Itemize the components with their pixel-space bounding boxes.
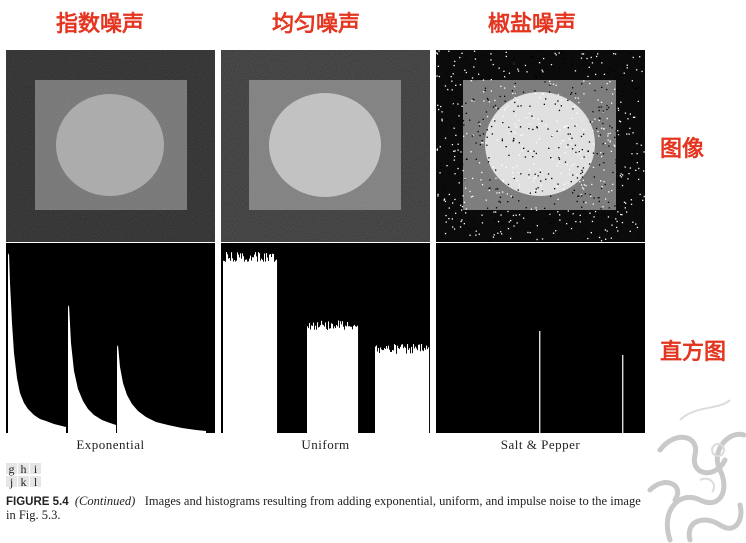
exponential-histogram bbox=[6, 243, 215, 433]
key-l: l bbox=[30, 476, 41, 488]
caption-exponential: Exponential bbox=[76, 437, 145, 452]
figure-continued: (Continued) bbox=[74, 494, 136, 508]
title-salt-pepper-noise: 椒盐噪声 bbox=[488, 12, 577, 37]
key-j: j bbox=[6, 476, 17, 488]
exponential-noise-image bbox=[6, 50, 215, 242]
figure-caption: FIGURE 5.4 (Continued) Images and histog… bbox=[6, 495, 646, 522]
figure-caption-text: Images and histograms resulting from add… bbox=[6, 494, 641, 522]
key-h: h bbox=[18, 463, 29, 475]
salt-pepper-histogram bbox=[436, 243, 645, 433]
uniform-histogram bbox=[221, 243, 430, 433]
title-uniform-noise: 均匀噪声 bbox=[272, 12, 361, 37]
title-exponential-noise: 指数噪声 bbox=[56, 12, 145, 37]
row-label-histogram: 直方图 bbox=[660, 340, 727, 365]
key-i: i bbox=[30, 463, 41, 475]
caption-uniform: Uniform bbox=[301, 437, 350, 452]
uniform-noise-image bbox=[221, 50, 430, 242]
caption-salt-pepper: Salt & Pepper bbox=[500, 437, 581, 452]
dragon-decoration bbox=[647, 399, 746, 543]
row-label-image: 图像 bbox=[660, 137, 705, 162]
key-k: k bbox=[18, 476, 29, 488]
salt-pepper-noise-image bbox=[436, 50, 645, 242]
key-g: g bbox=[6, 463, 17, 475]
figure-number: FIGURE 5.4 bbox=[6, 496, 69, 508]
